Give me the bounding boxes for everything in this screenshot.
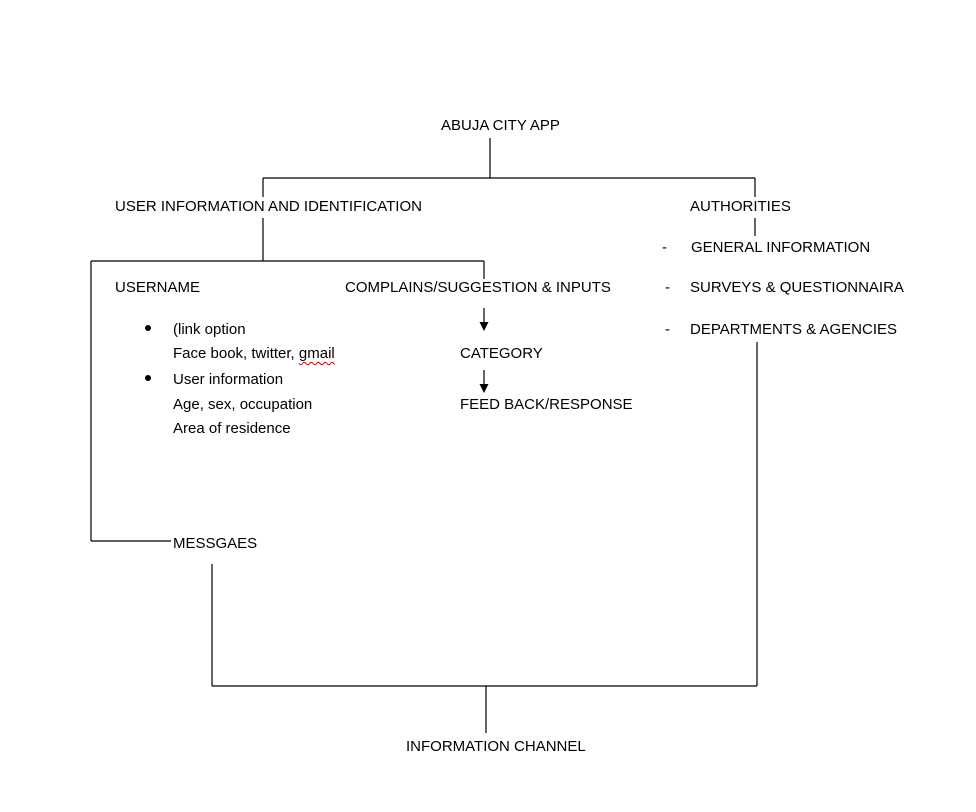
complaints-title: COMPLAINS/SUGGESTION & INPUTS (345, 279, 611, 296)
arrowhead-feedback (479, 384, 489, 393)
user-section-title: USER INFORMATION AND IDENTIFICATION (115, 198, 422, 215)
category-label: CATEGORY (460, 345, 543, 362)
authorities-item-surveys: SURVEYS & QUESTIONNAIRA (690, 279, 904, 296)
information-channel-label: INFORMATION CHANNEL (406, 738, 586, 755)
demographics-label: Age, sex, occupation (173, 396, 313, 413)
feedback-label: FEED BACK/RESPONSE (460, 396, 633, 413)
authorities-title: AUTHORITIES (690, 198, 791, 215)
messages-label: MESSGAES (173, 535, 258, 552)
bullet-user-information (145, 375, 151, 381)
bullet-link-option (145, 325, 151, 331)
gmail-text: gmail (298, 345, 335, 362)
authorities-dash-1: - (662, 239, 667, 256)
link-option-label: (link option (173, 321, 246, 338)
social-options-label: Face book, twitter, gmail (173, 345, 335, 363)
authorities-item-departments: DEPARTMENTS & AGENCIES (690, 321, 897, 338)
authorities-dash-2: - (665, 279, 670, 296)
username-label: USERNAME (115, 279, 201, 296)
social-networks-text: Face book, twitter, (173, 345, 299, 362)
authorities-item-general-information: GENERAL INFORMATION (691, 239, 871, 256)
arrowhead-category (479, 322, 489, 331)
residence-label: Area of residence (173, 420, 291, 437)
root-node-label: ABUJA CITY APP (441, 117, 560, 134)
authorities-dash-3: - (665, 321, 670, 338)
user-information-label: User information (173, 371, 284, 388)
